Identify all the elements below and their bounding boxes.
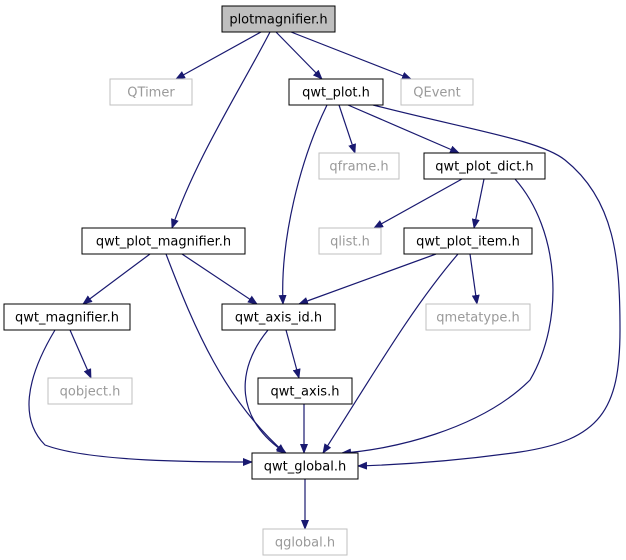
node-qwt-plot-magnifier-h[interactable]: qwt_plot_magnifier.h: [81, 227, 246, 255]
node-box: [318, 152, 400, 180]
node-box: [109, 78, 193, 106]
edge-qwt-plot-dict-h-to-qlist-h: [373, 178, 463, 229]
edge-plotmagnifier-h-to-qwt-plot-h: [275, 31, 323, 80]
node-box: [251, 452, 359, 480]
edge-qwt-plot-h-to-qframe-h: [338, 104, 356, 154]
node-qwt-plot-h[interactable]: qwt_plot.h: [288, 78, 384, 106]
node-box: [425, 303, 531, 331]
node-box: [318, 227, 382, 255]
edge-plotmagnifier-h-to-QEvent: [290, 31, 412, 80]
node-box: [257, 377, 353, 405]
edge-qwt-plot-magnifier-h-to-qwt-magnifier-h: [82, 253, 151, 305]
node-label: qwt_plot_dict.h: [435, 160, 533, 175]
node-qmetatype-h[interactable]: qmetatype.h: [425, 303, 531, 331]
node-label: qwt_magnifier.h: [15, 311, 119, 326]
node-QEvent[interactable]: QEvent: [400, 78, 474, 106]
node-label: qmetatype.h: [436, 311, 519, 326]
node-qwt-axis-h[interactable]: qwt_axis.h: [257, 377, 353, 405]
node-label: qframe.h: [329, 160, 388, 175]
edge-qwt-plot-magnifier-h-to-qwt-axis-id-h: [181, 253, 258, 305]
node-box: [403, 227, 533, 255]
node-box: [81, 227, 246, 255]
node-qwt-axis-id-h[interactable]: qwt_axis_id.h: [221, 303, 336, 331]
node-qwt-plot-dict-h[interactable]: qwt_plot_dict.h: [423, 152, 546, 180]
node-label: qwt_global.h: [264, 460, 347, 475]
node-QTimer[interactable]: QTimer: [109, 78, 193, 106]
edge-plotmagnifier-h-to-QTimer: [175, 31, 262, 80]
node-qlist-h[interactable]: qlist.h: [318, 227, 382, 255]
node-label: qlist.h: [330, 235, 370, 250]
edge-qwt-magnifier-h-to-qwt-global-h: [28, 329, 253, 466]
node-box: [288, 78, 384, 106]
node-label: qwt_plot_magnifier.h: [96, 235, 231, 250]
edge-qwt-plot-magnifier-h-to-qwt-global-h: [165, 253, 286, 454]
edge-qwt-plot-h-to-qwt-axis-id-h: [278, 104, 328, 305]
edge-qwt-magnifier-h-to-qobject-h: [69, 329, 92, 379]
node-box: [221, 303, 336, 331]
node-plotmagnifier-h[interactable]: plotmagnifier.h: [221, 5, 336, 33]
edge-qwt-plot-dict-h-to-qwt-global-h: [341, 178, 554, 457]
edge-plotmagnifier-h-to-qwt-plot-magnifier-h: [171, 31, 271, 229]
node-box: [262, 528, 348, 556]
node-label: QEvent: [413, 86, 460, 101]
node-label: qwt_axis.h: [271, 385, 340, 400]
edge-qwt-plot-item-h-to-qwt-global-h: [322, 253, 459, 454]
node-qframe-h[interactable]: qframe.h: [318, 152, 400, 180]
node-label: plotmagnifier.h: [229, 13, 327, 28]
node-box: [47, 377, 133, 405]
edge-qwt-plot-h-to-qwt-global-h: [357, 104, 621, 470]
edge-qwt-plot-item-h-to-qwt-axis-id-h: [298, 253, 437, 305]
edge-qwt-axis-id-h-to-qwt-axis-h: [285, 329, 301, 379]
node-label: qwt_plot_item.h: [416, 235, 520, 250]
node-qwt-plot-item-h[interactable]: qwt_plot_item.h: [403, 227, 533, 255]
edge-qwt-plot-item-h-to-qmetatype-h: [469, 253, 480, 305]
node-qglobal-h[interactable]: qglobal.h: [262, 528, 348, 556]
node-box: [3, 303, 131, 331]
node-label: QTimer: [127, 86, 175, 101]
edge-qwt-plot-h-to-qwt-plot-dict-h: [347, 104, 460, 154]
node-label: qglobal.h: [275, 536, 335, 551]
node-label: qobject.h: [60, 385, 121, 400]
node-box: [221, 5, 336, 33]
edge-qwt-axis-id-h-to-qwt-global-h: [244, 329, 287, 454]
node-qobject-h[interactable]: qobject.h: [47, 377, 133, 405]
node-box: [400, 78, 474, 106]
node-qwt-global-h[interactable]: qwt_global.h: [251, 452, 359, 480]
node-label: qwt_plot.h: [302, 86, 370, 101]
edges: [28, 31, 621, 530]
node-box: [423, 152, 546, 180]
node-qwt-magnifier-h[interactable]: qwt_magnifier.h: [3, 303, 131, 331]
node-label: qwt_axis_id.h: [235, 311, 322, 326]
edge-qwt-plot-dict-h-to-qwt-plot-item-h: [471, 178, 485, 229]
